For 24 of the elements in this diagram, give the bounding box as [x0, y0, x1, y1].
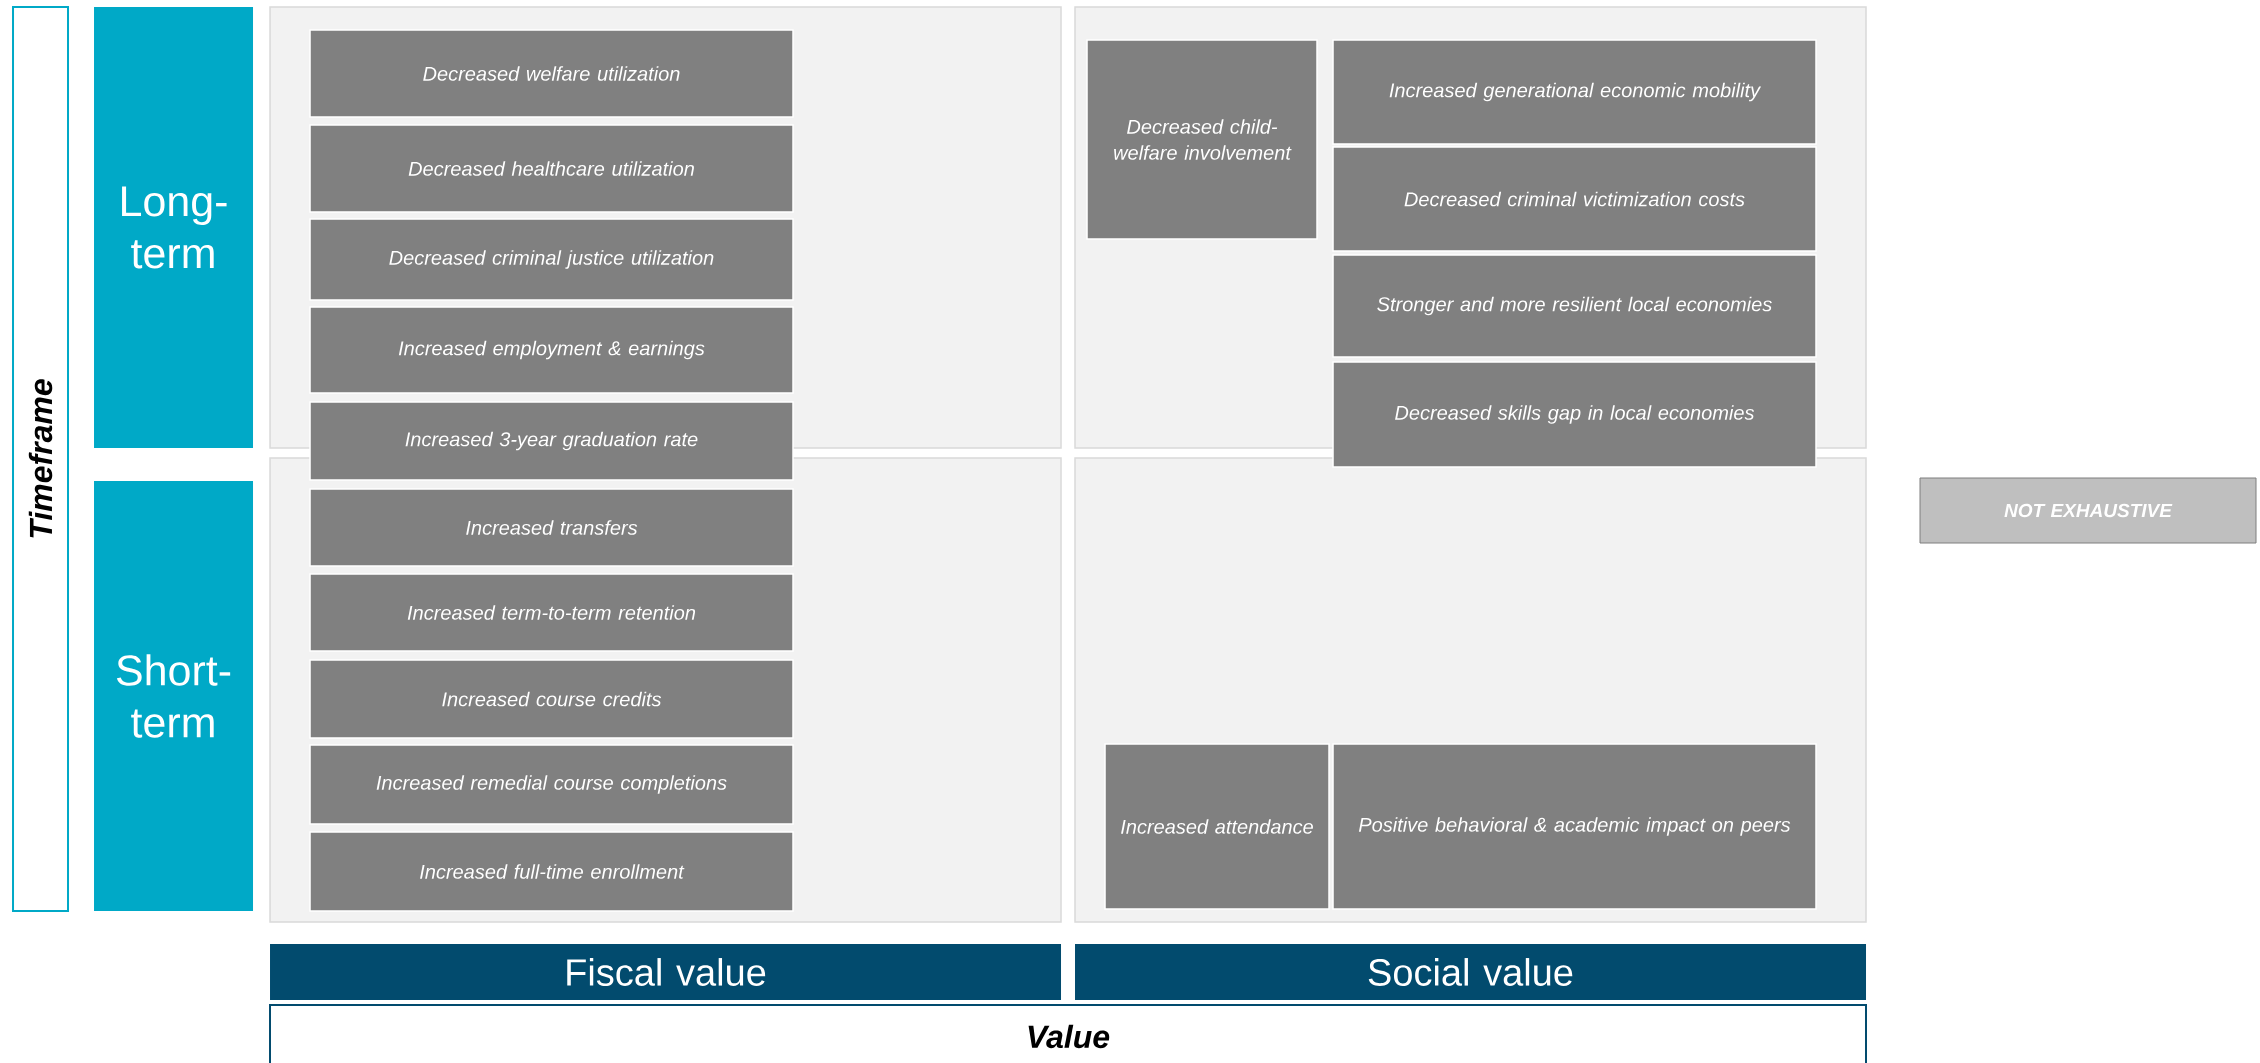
outcome-box: Decreased child-welfare involvement: [1086, 39, 1318, 240]
outcome-box: Decreased welfare utilization: [309, 29, 794, 118]
note-box: NOT EXHAUSTIVE: [1919, 477, 2257, 544]
outcome-box: Increased attendance: [1104, 743, 1330, 910]
timeframe-band: Long-term: [94, 7, 253, 448]
outcome-box: Increased generational economic mobility: [1332, 39, 1817, 145]
outcome-box: Decreased skills gap in local economies: [1332, 361, 1817, 468]
outcome-box: Decreased criminal victimization costs: [1332, 146, 1817, 252]
timeframe-axis-box: Timeframe: [12, 6, 69, 912]
outcome-box: Decreased healthcare utilization: [309, 124, 794, 213]
outcome-box: Increased transfers: [309, 488, 794, 567]
outcome-box: Increased term-to-term retention: [309, 573, 794, 652]
value-band: Social value: [1075, 944, 1866, 1000]
outcome-box: Increased employment & earnings: [309, 306, 794, 394]
outcome-box: Decreased criminal justice utilization: [309, 218, 794, 301]
outcome-box: Stronger and more resilient local economies: [1332, 254, 1817, 358]
value-axis-box: Value: [269, 1004, 1867, 1063]
outcome-box: Positive behavioral & academic impact on peers: [1332, 743, 1817, 910]
outcome-box: Increased 3-year graduation rate: [309, 401, 794, 481]
outcome-box: Increased full-time enrollment: [309, 831, 794, 912]
timeframe-band: Short-term: [94, 481, 253, 911]
outcome-box: Increased remedial course completions: [309, 744, 794, 825]
value-band: Fiscal value: [270, 944, 1061, 1000]
outcome-box: Increased course credits: [309, 659, 794, 739]
